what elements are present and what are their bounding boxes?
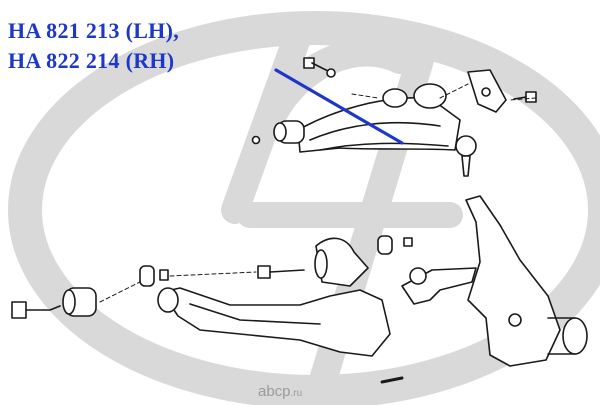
rear-nut bbox=[403, 237, 413, 247]
lower-ball-joint bbox=[401, 267, 477, 305]
front-nut bbox=[159, 269, 169, 281]
part-number-left-hand: HA 821 213 (LH), bbox=[8, 18, 180, 43]
label-leader-line bbox=[274, 68, 404, 145]
stabilizer-pin bbox=[380, 376, 404, 384]
alignment-cam-bracket bbox=[467, 69, 507, 113]
steering-knuckle bbox=[465, 195, 588, 367]
front-washer bbox=[139, 265, 155, 287]
rear-washer bbox=[377, 235, 393, 255]
small-nut bbox=[251, 135, 261, 145]
rear-bolt bbox=[257, 265, 305, 279]
upper-control-arm bbox=[297, 83, 461, 153]
watermark-name: abcp bbox=[258, 383, 291, 400]
upper-ball-joint bbox=[455, 135, 477, 177]
front-bolt bbox=[11, 301, 61, 319]
watermark-text: abcp.ru bbox=[258, 383, 302, 400]
watermark-tld: .ru bbox=[290, 388, 303, 399]
upper-arm-bushing bbox=[273, 120, 305, 144]
lower-arm-rear-bushing bbox=[314, 237, 369, 287]
alignment-dashed-lines bbox=[99, 83, 537, 303]
bracket-bolt bbox=[513, 91, 537, 103]
lower-control-arm bbox=[157, 287, 391, 357]
part-number-right-hand: HA 822 214 (RH) bbox=[8, 48, 175, 73]
upper-pivot-bolt bbox=[303, 57, 336, 78]
lower-arm-front-bushing bbox=[62, 287, 97, 317]
